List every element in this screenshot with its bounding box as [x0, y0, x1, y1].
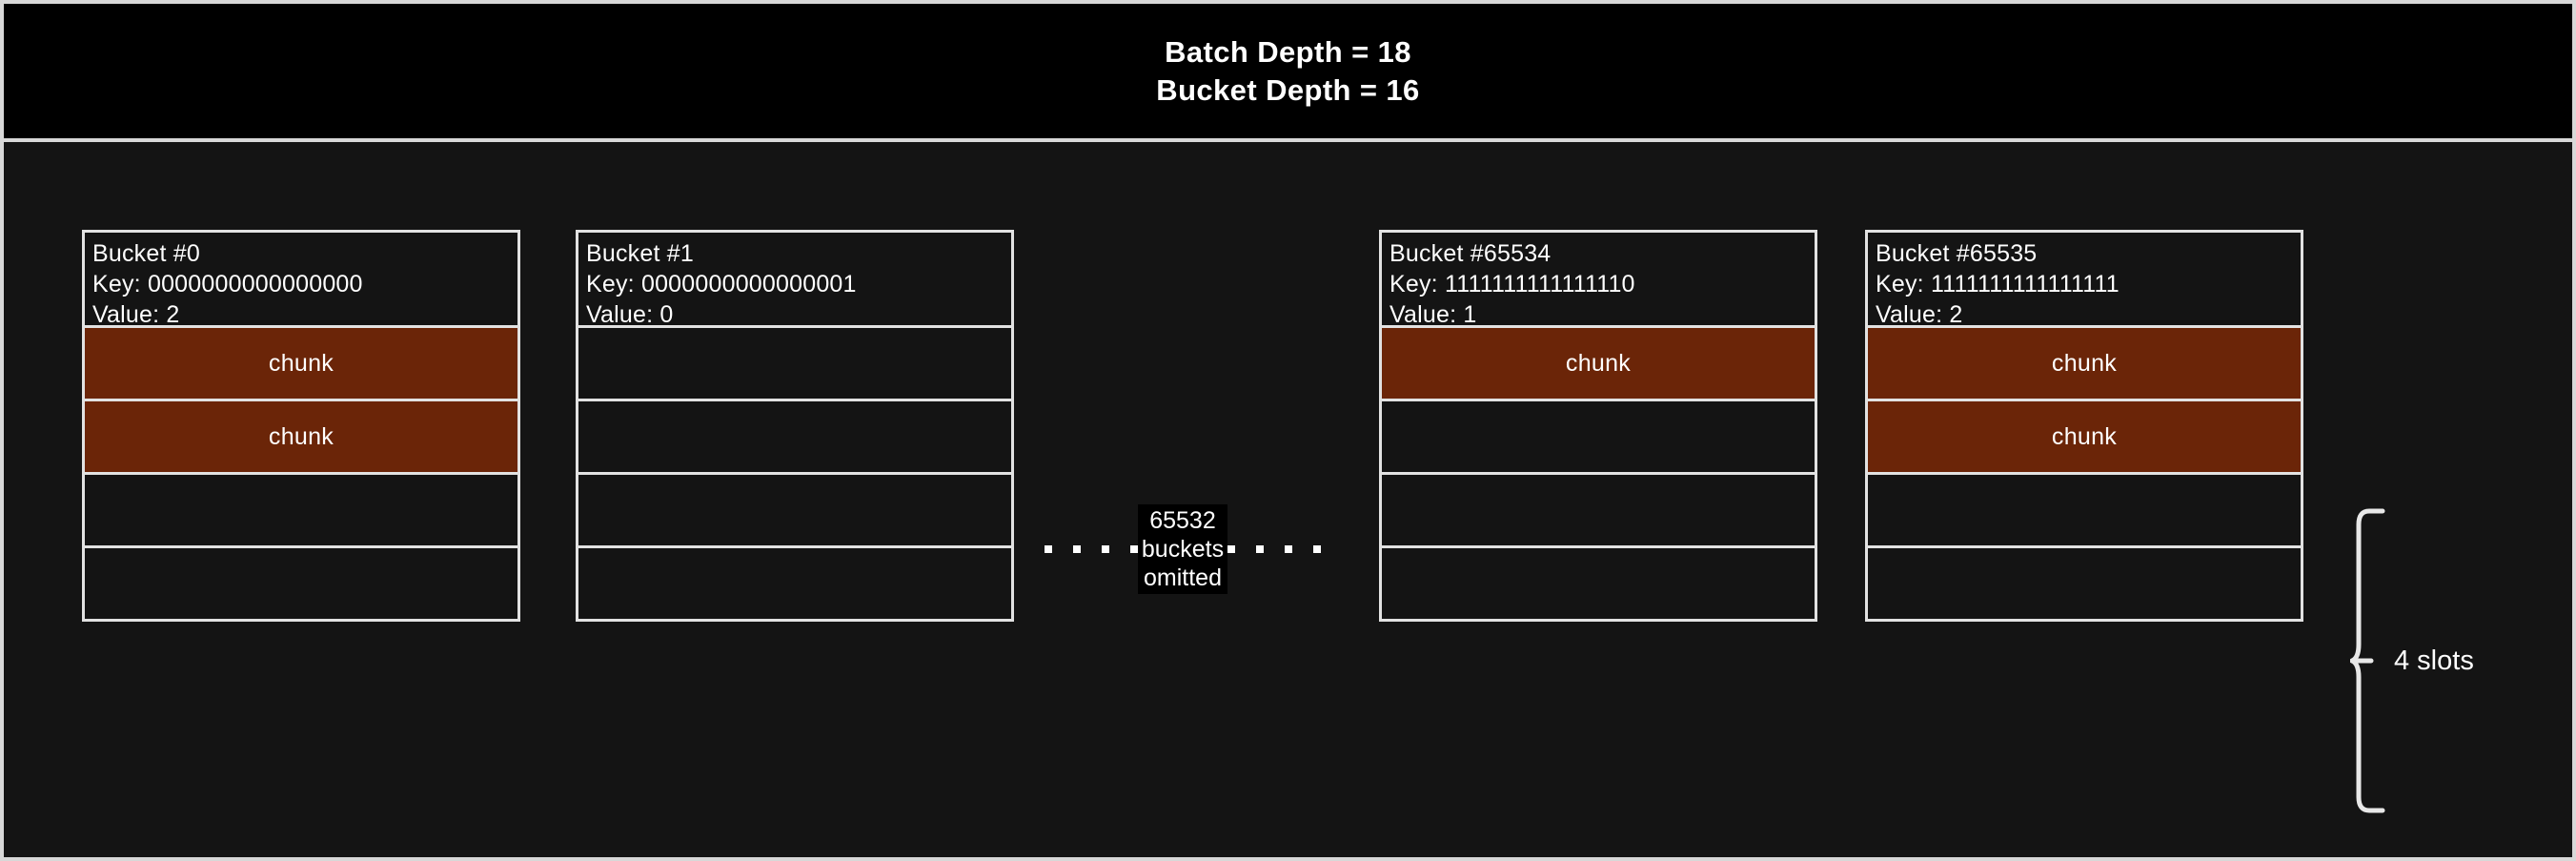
bucket-depth-text: Bucket Depth = 16	[1156, 72, 1420, 107]
bucket-header: Bucket #65535 Key: 1111111111111111 Valu…	[1865, 230, 2303, 328]
bucket-value: Value: 2	[92, 301, 180, 328]
omitted-label: 65532 buckets omitted	[1137, 504, 1228, 594]
dot-icon	[1101, 545, 1109, 553]
bucket-title: Bucket #65535	[1876, 240, 2038, 267]
bucket-title: Bucket #65534	[1389, 240, 1552, 267]
bucket-slot[interactable]: chunk	[1379, 328, 1817, 401]
bucket-slot[interactable]: chunk	[82, 328, 520, 401]
bucket-key: Key: 0000000000000000	[92, 271, 363, 297]
bucket-key: Key: 1111111111111110	[1389, 271, 1635, 297]
slot-stack: chunk	[1379, 328, 1817, 622]
bucket-slot[interactable]	[82, 475, 520, 548]
diagram-header: Batch Depth = 18 Bucket Depth = 16	[4, 4, 2572, 142]
bucket-value: Value: 2	[1876, 301, 1963, 328]
dot-icon	[1256, 545, 1265, 553]
omitted-count: 65532	[1149, 507, 1216, 534]
batch-depth-text: Batch Depth = 18	[1165, 34, 1411, 69]
bucket-slot[interactable]: chunk	[82, 401, 520, 475]
bucket-header: Bucket #1 Key: 0000000000000001 Value: 0	[576, 230, 1014, 328]
slot-stack	[576, 328, 1014, 622]
bucket-header: Bucket #0 Key: 0000000000000000 Value: 2	[82, 230, 520, 328]
dot-icon	[1044, 545, 1052, 553]
curly-brace-icon	[2350, 508, 2385, 813]
bucket-slot[interactable]	[1865, 548, 2303, 622]
bucket-title: Bucket #1	[586, 240, 694, 267]
dot-icon	[1072, 545, 1081, 553]
bucket-card[interactable]: Bucket #1 Key: 0000000000000001 Value: 0	[576, 230, 1014, 622]
bucket-slot[interactable]: chunk	[1865, 401, 2303, 475]
ellipsis-dots-right	[1227, 545, 1322, 553]
slot-stack: chunk chunk	[1865, 328, 2303, 622]
slots-annotation: 4 slots	[2350, 508, 2550, 813]
bucket-slot[interactable]	[82, 548, 520, 622]
bucket-value: Value: 1	[1389, 301, 1477, 328]
slots-count-label: 4 slots	[2394, 645, 2474, 676]
bucket-slot[interactable]	[1379, 548, 1817, 622]
bucket-card[interactable]: Bucket #0 Key: 0000000000000000 Value: 2…	[82, 230, 520, 622]
slot-label: chunk	[2051, 422, 2118, 450]
bucket-slot[interactable]	[1379, 475, 1817, 548]
bucket-slot[interactable]	[576, 548, 1014, 622]
bucket-card[interactable]: Bucket #65535 Key: 1111111111111111 Valu…	[1865, 230, 2303, 622]
bucket-title: Bucket #0	[92, 240, 200, 267]
slot-label: chunk	[2051, 349, 2118, 377]
diagram-body: Bucket #0 Key: 0000000000000000 Value: 2…	[4, 146, 2572, 857]
slot-stack: chunk chunk	[82, 328, 520, 622]
bucket-slot[interactable]	[1865, 475, 2303, 548]
omitted-state: omitted	[1144, 564, 1222, 591]
omitted-unit: buckets	[1141, 536, 1225, 563]
bucket-slot[interactable]	[1379, 401, 1817, 475]
dot-icon	[1313, 545, 1322, 553]
buckets-omitted-marker: 65532 buckets omitted	[1035, 497, 1330, 602]
dot-icon	[1129, 545, 1138, 553]
dot-icon	[1285, 545, 1293, 553]
bucket-card[interactable]: Bucket #65534 Key: 1111111111111110 Valu…	[1379, 230, 1817, 622]
ellipsis-dots-left	[1044, 545, 1138, 553]
dot-icon	[1227, 545, 1236, 553]
bucket-key: Key: 0000000000000001	[586, 271, 857, 297]
bucket-slot[interactable]	[576, 328, 1014, 401]
bucket-header: Bucket #65534 Key: 1111111111111110 Valu…	[1379, 230, 1817, 328]
bucket-value: Value: 0	[586, 301, 674, 328]
bucket-key: Key: 1111111111111111	[1876, 271, 2120, 297]
slot-label: chunk	[268, 422, 335, 450]
bucket-slot[interactable]	[576, 475, 1014, 548]
bucket-slot[interactable]	[576, 401, 1014, 475]
slot-label: chunk	[268, 349, 335, 377]
bucket-slot[interactable]: chunk	[1865, 328, 2303, 401]
slot-label: chunk	[1565, 349, 1632, 377]
